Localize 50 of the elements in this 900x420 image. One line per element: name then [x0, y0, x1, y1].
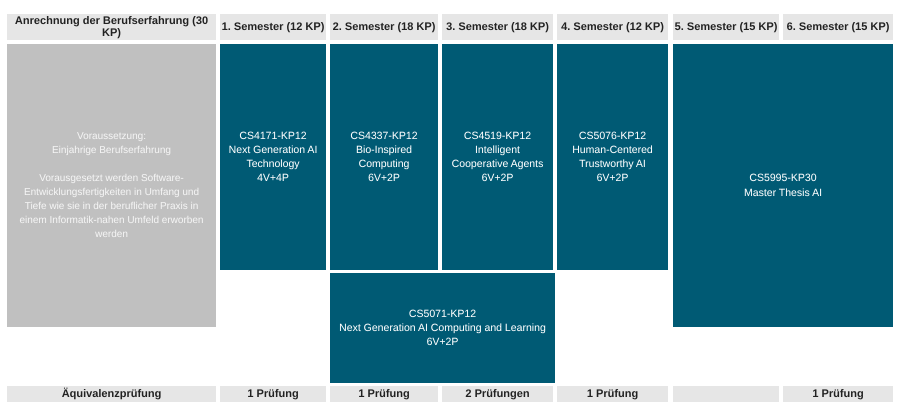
semester-header: [220, 14, 326, 40]
exam-text: Äquivalenzprüfung: [62, 388, 162, 400]
exam-text: 1 Prüfung: [812, 388, 864, 400]
exam-bar: [783, 386, 893, 402]
empty-bar: [673, 386, 779, 402]
module-text: Next Generation AI Technology: [228, 142, 318, 172]
module-text: 6V+2P: [482, 171, 514, 186]
header-text: Anrechnung der Berufserfahrung (30 KP): [14, 15, 210, 39]
module-text: CS4337-KP12: [350, 128, 418, 143]
semester-header: [673, 14, 779, 40]
header-text: 1. Semester (12 KP): [222, 21, 324, 33]
exam-bar: [7, 386, 216, 402]
module-box: [330, 44, 438, 270]
module-text: 6V+2P: [596, 171, 628, 186]
exam-bar: [220, 386, 326, 402]
exam-bar: [442, 386, 553, 402]
semester-header: [783, 14, 893, 40]
module-text: Next Generation AI Computing and Learning: [339, 320, 546, 336]
module-text: Intelligent Cooperative Agents: [450, 142, 544, 172]
module-text: CS4171-KP12: [239, 128, 307, 143]
module-text: CS4519-KP12: [464, 128, 532, 143]
module-text: CS5995-KP30: [749, 171, 817, 186]
module-box: [330, 273, 555, 383]
module-text: CS5071-KP12: [408, 306, 476, 321]
module-text: Bio-Inspired Computing: [354, 142, 414, 172]
header-text: 4. Semester (12 KP): [561, 21, 664, 33]
module-text: 6V+2P: [426, 335, 458, 350]
semester-header: [442, 14, 553, 40]
module-box: [557, 44, 668, 270]
exam-text: 2 Prüfungen: [465, 388, 530, 400]
module-text: Human-Centered Trustworthy AI: [571, 142, 654, 172]
module-box: [442, 44, 553, 270]
exam-text: 1 Prüfung: [358, 388, 410, 400]
module-text: CS5076-KP12: [578, 128, 646, 143]
semester-header: [330, 14, 438, 40]
exam-text: 1 Prüfung: [247, 388, 299, 400]
exam-bar: [557, 386, 668, 402]
module-text: 4V+4P: [257, 171, 289, 186]
header-text: 6. Semester (15 KP): [786, 21, 890, 33]
header-text: 5. Semester (15 KP): [674, 21, 778, 33]
exam-bar: [330, 386, 438, 402]
module-text: 6V+2P: [368, 171, 400, 186]
module-box: [220, 44, 326, 270]
exam-text: 1 Prüfung: [586, 388, 638, 400]
prerequisite-box: [7, 44, 216, 327]
header-text: 3. Semester (18 KP): [446, 21, 549, 33]
module-text: Master Thesis AI: [744, 186, 822, 200]
module-box: [673, 44, 893, 327]
header-text: 2. Semester (18 KP): [332, 21, 436, 33]
semester-header: [557, 14, 668, 40]
